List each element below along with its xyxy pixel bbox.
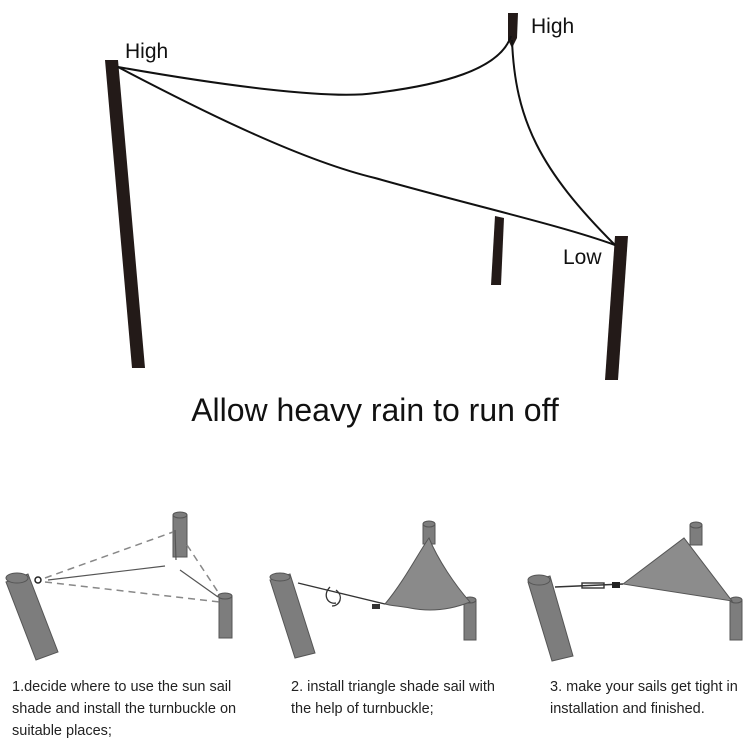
sail-edge-diagonal — [117, 66, 616, 246]
middle-post — [491, 216, 504, 285]
shade-sail-diagram — [105, 13, 628, 380]
sail-edge-right — [511, 39, 616, 246]
right-post — [605, 236, 628, 380]
sail-edge-top — [117, 35, 512, 96]
step-2-text: 2. install triangle shade sail with the … — [291, 679, 495, 717]
step-3-text: 3. make your sails get tight in installa… — [550, 679, 738, 717]
left-post — [105, 60, 145, 368]
step-2-illustration — [269, 520, 477, 659]
step-1-illustration — [5, 511, 233, 661]
label-high-right: High — [531, 15, 575, 38]
step-1-text: 1.decide where to use the sun sail shade… — [12, 679, 237, 739]
label-low: Low — [563, 246, 602, 269]
caption: Allow heavy rain to run off — [191, 392, 559, 428]
step-3-illustration — [527, 521, 743, 662]
label-high-left: High — [125, 40, 169, 63]
